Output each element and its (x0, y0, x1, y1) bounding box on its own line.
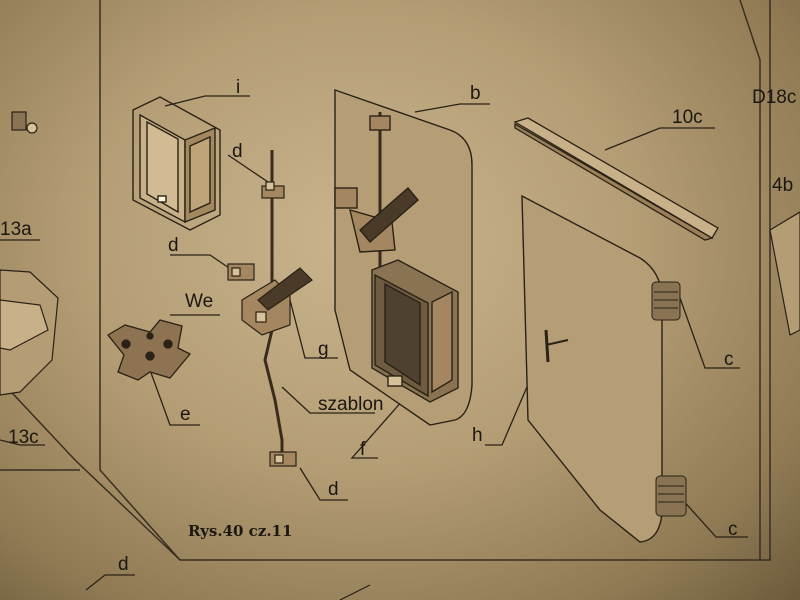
label-d-top: d (232, 141, 243, 162)
label-i: i (236, 77, 241, 98)
label-c-top: c (724, 349, 734, 370)
panel-door (521, 194, 663, 543)
label-e: e (180, 404, 191, 425)
label-10c: 10c (672, 107, 703, 128)
panel-b (334, 89, 473, 426)
part-d-bracket-bottom (269, 451, 297, 467)
label-f: f (360, 439, 366, 460)
label-d-bottom: d (328, 479, 339, 500)
label-d-corner: d (118, 554, 129, 575)
part-d-bracket-top (261, 181, 285, 199)
label-g: g (318, 339, 329, 360)
part-10c-rail (513, 117, 719, 241)
small-part-topleft (11, 111, 38, 134)
label-szablon: szablon (318, 394, 384, 415)
label-13c: 13c (8, 427, 39, 448)
part-c-hinge-bottom (655, 475, 687, 517)
part-4b-partial (769, 211, 800, 336)
label-13a: 13a (0, 219, 32, 240)
part-e-block (107, 319, 192, 381)
part-c-hinge-top (651, 281, 681, 321)
label-c-bottom: c (728, 519, 738, 540)
part-i-frame (132, 96, 221, 231)
part-g-clamp (241, 267, 313, 336)
label-D18c: D18c (752, 87, 797, 108)
figure-caption: Rys.40 cz.11 (188, 522, 293, 540)
part-d-bracket-mid (227, 263, 255, 281)
label-4b: 4b (772, 175, 794, 196)
page-frame-lines (0, 0, 771, 561)
label-h: h (472, 425, 483, 446)
label-We: We (185, 291, 214, 312)
pencil-mark (339, 584, 371, 600)
leader-lines (0, 95, 748, 591)
label-b: b (470, 83, 481, 104)
part-13a-partial (0, 269, 59, 396)
label-d-mid: d (168, 235, 179, 256)
